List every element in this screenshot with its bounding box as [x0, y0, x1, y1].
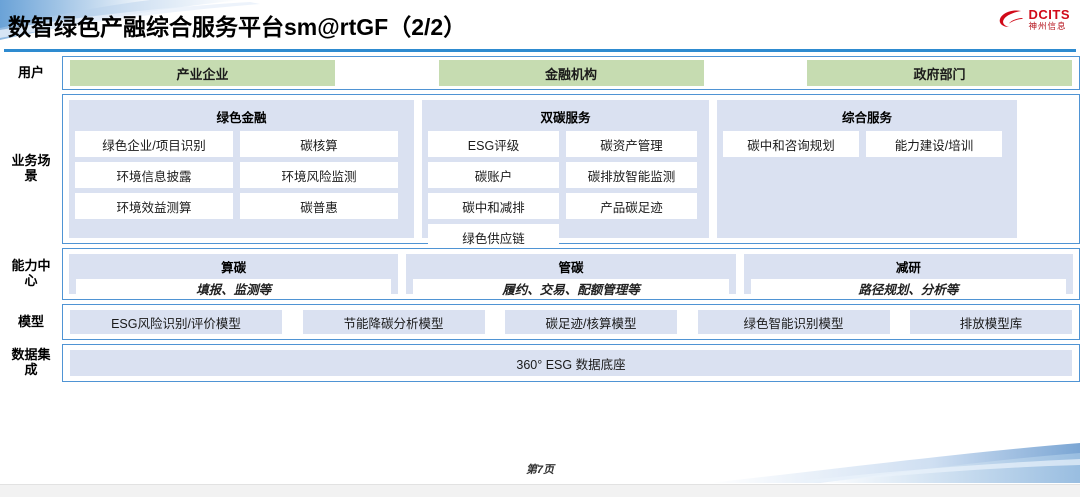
tile-capacity-building-training[interactable]: 能力建设/培训 — [866, 131, 1002, 157]
user-chip-industry[interactable]: 产业企业 — [70, 60, 335, 86]
data-base-bar[interactable]: 360° ESG 数据底座 — [70, 350, 1072, 376]
row-label-line2: 景 — [24, 168, 38, 183]
logo-brand-sub: 神州信息 — [1028, 21, 1067, 31]
tile-carbon-emission-monitoring[interactable]: 碳排放智能监测 — [566, 162, 697, 188]
tile-carbon-asset-management[interactable]: 碳资产管理 — [566, 131, 697, 157]
panel-dual-carbon-service: 双碳服务 ESG评级 碳资产管理 碳账户 碳排放智能监测 碳中和减排 产品碳足迹… — [422, 100, 709, 250]
model-chip-carbon-footprint[interactable]: 碳足迹/核算模型 — [505, 310, 677, 334]
row-label-capability-center: 能力中 心 — [0, 248, 62, 300]
capability-panel-carbon-management[interactable]: 管碳 履约、交易、配额管理等 — [406, 254, 736, 298]
tile-green-enterprise-identification[interactable]: 绿色企业/项目识别 — [75, 131, 233, 157]
row-capability-center: 能力中 心 算碳 填报、监测等 管碳 履约、交易、配额管理等 减研 路径规划、分… — [0, 248, 1080, 300]
footer-page-number: 第7页 — [525, 464, 555, 476]
dcits-mark-icon — [999, 10, 1023, 28]
architecture-diagram: 用户 产业企业 金融机构 政府部门 业务场 景 绿色金融 绿色企业/项目识别 碳… — [0, 56, 1080, 386]
title-bar: 数智绿色产融综合服务平台sm@rtGF（2/2） DCITS 神州信息 — [0, 0, 1080, 52]
capability-sub-carbon-calculation: 填报、监测等 — [76, 279, 392, 298]
tile-product-carbon-footprint[interactable]: 产品碳足迹 — [566, 193, 697, 219]
capability-panel-carbon-calculation[interactable]: 算碳 填报、监测等 — [69, 254, 399, 298]
tile-grid-green-finance: 绿色企业/项目识别 碳核算 环境信息披露 环境风险监测 环境效益测算 碳普惠 — [75, 131, 408, 219]
row-label-line1: 业务场 — [11, 153, 51, 169]
tile-carbon-account[interactable]: 碳账户 — [428, 162, 559, 188]
row-label-line2: 成 — [24, 362, 38, 377]
tile-environment-disclosure[interactable]: 环境信息披露 — [75, 162, 233, 188]
tile-green-supply-chain[interactable]: 绿色供应链 — [428, 224, 559, 250]
capability-sub-carbon-management: 履约、交易、配额管理等 — [413, 279, 729, 298]
data-integration-container: 360° ESG 数据底座 — [62, 344, 1080, 382]
tile-carbon-inclusive[interactable]: 碳普惠 — [240, 193, 398, 219]
panel-comprehensive-service: 综合服务 碳中和咨询规划 能力建设/培训 — [717, 100, 1017, 238]
user-chip-government[interactable]: 政府部门 — [807, 60, 1072, 86]
panel-title-green-finance: 绿色金融 — [216, 111, 267, 125]
row-model: 模型 ESG风险识别/评价模型 节能降碳分析模型 碳足迹/核算模型 绿色智能识别… — [0, 304, 1080, 340]
tile-grid-dual-carbon: ESG评级 碳资产管理 碳账户 碳排放智能监测 碳中和减排 产品碳足迹 绿色供应… — [428, 131, 703, 250]
capability-sub-reduction-research: 路径规划、分析等 — [750, 279, 1066, 298]
capability-title-reduction-research: 减研 — [895, 261, 921, 275]
row-data-integration: 数据集 成 360° ESG 数据底座 — [0, 344, 1080, 382]
capability-container: 算碳 填报、监测等 管碳 履约、交易、配额管理等 减研 路径规划、分析等 — [62, 248, 1080, 300]
panel-title-dual-carbon: 双碳服务 — [540, 111, 591, 125]
tile-environment-risk-monitoring[interactable]: 环境风险监测 — [240, 162, 398, 188]
tile-carbon-neutral-reduction[interactable]: 碳中和减排 — [428, 193, 559, 219]
model-chip-emission-library[interactable]: 排放模型库 — [910, 310, 1072, 334]
tile-carbon-neutral-consulting[interactable]: 碳中和咨询规划 — [723, 131, 859, 157]
user-chip-financial[interactable]: 金融机构 — [438, 60, 704, 86]
model-container: ESG风险识别/评价模型 节能降碳分析模型 碳足迹/核算模型 绿色智能识别模型 … — [62, 304, 1080, 340]
capability-panel-reduction-research[interactable]: 减研 路径规划、分析等 — [743, 254, 1073, 298]
row-label-users: 用户 — [17, 64, 44, 80]
tile-environment-benefit-calculation[interactable]: 环境效益测算 — [75, 193, 233, 219]
logo-brand-name: DCITS — [1028, 7, 1070, 22]
capability-title-carbon-calculation: 算碳 — [221, 261, 247, 275]
row-label-data-integration: 数据集 成 — [0, 344, 62, 382]
logo-text: DCITS 神州信息 — [1029, 8, 1071, 31]
title-divider — [4, 49, 1076, 52]
model-chip-esg-risk[interactable]: ESG风险识别/评价模型 — [70, 310, 282, 334]
row-label-line1: 数据集 — [11, 347, 51, 363]
users-container: 产业企业 金融机构 政府部门 — [62, 56, 1080, 90]
company-logo: DCITS 神州信息 — [998, 8, 1071, 31]
panel-green-finance: 绿色金融 绿色企业/项目识别 碳核算 环境信息披露 环境风险监测 环境效益测算 … — [69, 100, 414, 238]
capability-title-carbon-management: 管碳 — [558, 261, 584, 275]
scenarios-container: 绿色金融 绿色企业/项目识别 碳核算 环境信息披露 环境风险监测 环境效益测算 … — [62, 94, 1080, 250]
panel-title-comprehensive: 综合服务 — [841, 111, 892, 125]
row-label-line2: 心 — [24, 273, 38, 288]
row-users: 用户 产业企业 金融机构 政府部门 — [0, 56, 1080, 90]
row-label-model: 模型 — [17, 313, 44, 329]
row-label-business-scenarios: 业务场 景 — [0, 94, 62, 244]
row-business-scenarios: 业务场 景 绿色金融 绿色企业/项目识别 碳核算 环境信息披露 环境风险监测 环… — [0, 94, 1080, 250]
tile-carbon-accounting[interactable]: 碳核算 — [240, 131, 398, 157]
tile-esg-rating[interactable]: ESG评级 — [428, 131, 559, 157]
model-chip-energy-saving[interactable]: 节能降碳分析模型 — [302, 310, 485, 334]
tile-grid-comprehensive: 碳中和咨询规划 能力建设/培训 — [723, 131, 1011, 157]
model-chip-green-intelligent[interactable]: 绿色智能识别模型 — [697, 310, 890, 334]
page-title: 数智绿色产融综合服务平台sm@rtGF（2/2） — [8, 14, 467, 40]
row-label-line1: 能力中 — [11, 258, 51, 274]
bottom-strip — [0, 484, 1080, 497]
